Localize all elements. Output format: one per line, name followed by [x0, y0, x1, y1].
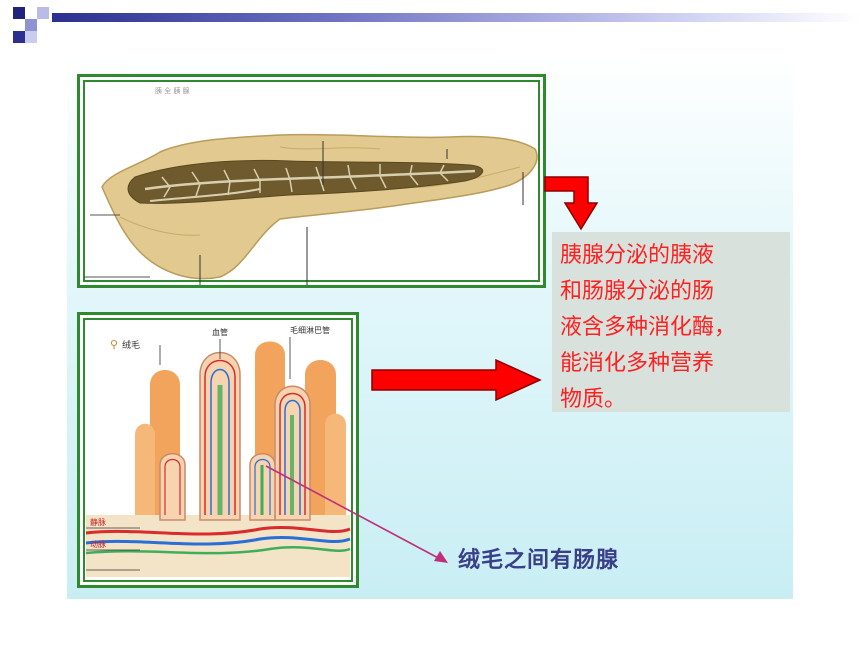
villi-image-frame: ⚲ 绒毛 血管 毛细淋巴管 静脉 动脉	[77, 312, 359, 588]
description-line: 和肠腺分泌的肠	[560, 279, 715, 304]
vein-label: 静脉	[90, 517, 106, 527]
magnifier-icon: ⚲	[110, 338, 118, 351]
capillary-network	[284, 399, 301, 515]
description-line: 物质。	[560, 387, 627, 412]
submucosa-layer	[86, 515, 350, 577]
capillary-network	[210, 368, 230, 515]
caption-text: 绒毛之间有肠腺	[458, 548, 620, 573]
right-arrow	[371, 358, 542, 402]
lymph-label: 毛细淋巴管	[290, 325, 330, 335]
duct-lower	[149, 188, 261, 202]
capillary-network	[279, 392, 306, 515]
pancreas-top-label: 胰 全 胰 腺	[155, 86, 190, 95]
description-line: 液含多种消化酶，	[560, 315, 737, 340]
corner-square	[13, 31, 25, 43]
pancreas-illustration: 胰 全 胰 腺	[84, 86, 538, 285]
capillary-network	[254, 458, 271, 515]
pancreas-body	[101, 133, 538, 280]
duct-branches	[161, 164, 449, 198]
capillary-network	[204, 359, 236, 515]
villus	[135, 423, 155, 515]
corner-square	[25, 19, 37, 31]
description-line: 胰腺分泌的胰液	[560, 243, 715, 268]
villus-label: 绒毛	[122, 339, 140, 351]
villus	[325, 413, 346, 515]
vein-line	[85, 535, 351, 546]
corner-square	[13, 7, 25, 19]
corner-square	[25, 31, 37, 43]
caption-pointer	[265, 465, 448, 563]
title-bar	[52, 13, 860, 22]
blood-vessel-label: 血管	[212, 327, 228, 337]
bent-arrow	[544, 176, 599, 231]
villi-illustration: ⚲ 绒毛 血管 毛细淋巴管 静脉 动脉	[85, 323, 351, 577]
artery-line	[85, 525, 351, 536]
pancreas-image-frame: 胰 全 胰 腺	[77, 74, 546, 288]
pancreatic-duct	[144, 169, 476, 191]
description-line: 能消化多种营养	[560, 351, 715, 376]
artery-label: 动脉	[90, 539, 106, 549]
capillary-network	[164, 458, 181, 515]
lymph-line	[85, 546, 351, 555]
corner-square	[37, 7, 49, 19]
description-textbox: 胰腺分泌的胰液 和肠腺分泌的肠 液含多种消化酶， 能消化多种营养 物质。	[552, 232, 790, 412]
pancreatic-duct-channel	[127, 159, 483, 204]
villus-section	[159, 453, 186, 521]
